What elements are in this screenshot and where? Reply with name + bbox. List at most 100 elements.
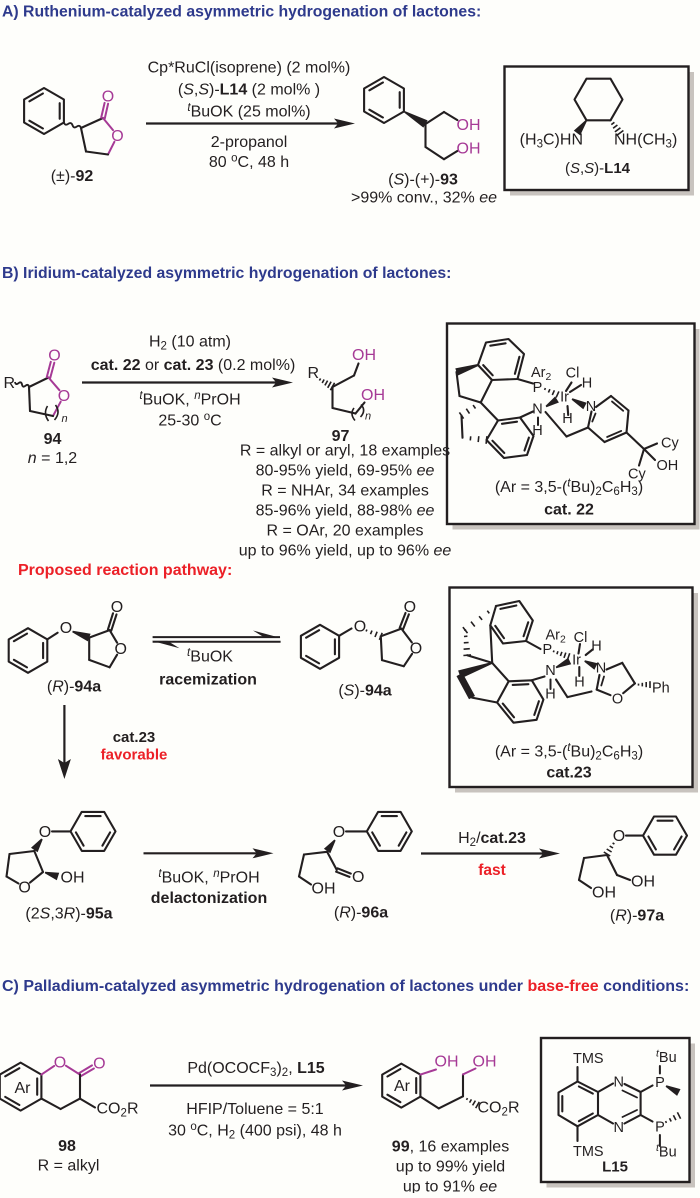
svg-text:N: N bbox=[596, 661, 606, 677]
svg-text:O: O bbox=[60, 620, 72, 637]
svg-text:O: O bbox=[352, 869, 364, 886]
svg-text:N: N bbox=[613, 1075, 623, 1091]
svg-text:R = NHAr, 34 examples: R = NHAr, 34 examples bbox=[261, 483, 429, 500]
svg-text:O: O bbox=[18, 880, 30, 897]
svg-text:CO2 R: CO2 R bbox=[478, 1100, 520, 1119]
svg-text:O: O bbox=[404, 599, 416, 616]
svg-text:CO2 R: CO2 R bbox=[97, 1101, 139, 1120]
svg-text:up to 99% yield: up to 99% yield bbox=[396, 1159, 505, 1176]
svg-text:OH: OH bbox=[457, 140, 481, 157]
svg-text:R: R bbox=[4, 375, 16, 392]
svg-text:Ar: Ar bbox=[15, 1080, 32, 1097]
svg-text:(2S,3R)-95a: (2S,3R)-95a bbox=[25, 906, 112, 923]
svg-text:L15: L15 bbox=[602, 1159, 628, 1176]
svg-text:R: R bbox=[308, 365, 320, 382]
svg-text:80 o C, 48 h: 80 o C, 48 h bbox=[209, 153, 289, 172]
svg-text:O: O bbox=[613, 828, 625, 845]
svg-text:TMS: TMS bbox=[573, 1051, 604, 1067]
svg-text:up to 91% ee: up to 91% ee bbox=[403, 1178, 497, 1193]
svg-text:TMS: TMS bbox=[573, 1144, 604, 1160]
svg-text:(R)-94a: (R)-94a bbox=[47, 679, 101, 696]
svg-text:P: P bbox=[655, 1120, 665, 1136]
svg-text:Cl: Cl bbox=[566, 366, 580, 382]
svg-text:O: O bbox=[114, 641, 126, 658]
svg-text:Ph: Ph bbox=[652, 681, 670, 697]
svg-text:O: O bbox=[58, 388, 70, 405]
svg-text:O: O bbox=[102, 89, 114, 106]
svg-text:P: P bbox=[542, 642, 552, 658]
svg-text:R = alkyl or aryl, 18 examples: R = alkyl or aryl, 18 examples bbox=[240, 443, 450, 460]
svg-text:N: N bbox=[545, 663, 555, 679]
svg-text:OH: OH bbox=[61, 870, 85, 887]
svg-text:cat. 22 or cat. 23 (0.2 mol%): cat. 22 or cat. 23 (0.2 mol%) bbox=[91, 357, 296, 374]
svg-text:(S)-94a: (S)-94a bbox=[338, 683, 391, 700]
svg-text:t Bu: t Bu bbox=[656, 1049, 677, 1067]
svg-text:O: O bbox=[54, 1055, 66, 1072]
svg-text:t BuOK, n PrOH: t BuOK, n PrOH bbox=[158, 868, 259, 887]
svg-text:delactonization: delactonization bbox=[151, 890, 267, 907]
svg-text:n: n bbox=[365, 411, 371, 423]
svg-text:fast: fast bbox=[478, 862, 506, 879]
svg-text:Pd(OCOCF3 )2 , L15: Pd(OCOCF3 )2 , L15 bbox=[187, 1060, 324, 1079]
svg-text:O: O bbox=[333, 824, 345, 841]
svg-text:85-96% yield, 88-98% ee: 85-96% yield, 88-98% ee bbox=[256, 503, 435, 520]
svg-text:C) Palladium-catalyzed asymmet: C) Palladium-catalyzed asymmetric hydrog… bbox=[2, 978, 689, 995]
svg-text:O: O bbox=[354, 619, 366, 636]
svg-text:n = 1,2: n = 1,2 bbox=[28, 450, 77, 467]
svg-text:cat.23: cat.23 bbox=[113, 729, 156, 746]
svg-text:(R)-97a: (R)-97a bbox=[610, 908, 664, 925]
svg-text:racemization: racemization bbox=[159, 672, 257, 689]
svg-text:25-30 o C: 25-30 o C bbox=[158, 411, 221, 430]
svg-text:up to 96% yield, up to 96% ee: up to 96% yield, up to 96% ee bbox=[239, 543, 452, 560]
svg-text:OH: OH bbox=[473, 1053, 497, 1070]
svg-text:t BuOK: t BuOK bbox=[187, 647, 233, 666]
svg-text:2-propanol: 2-propanol bbox=[211, 134, 288, 151]
svg-text:Proposed reaction pathway:: Proposed reaction pathway: bbox=[18, 562, 232, 579]
svg-text:OH: OH bbox=[592, 885, 616, 902]
svg-text:N: N bbox=[532, 401, 542, 417]
svg-text:HFIP/Toluene = 5:1: HFIP/Toluene = 5:1 bbox=[186, 1101, 324, 1118]
svg-text:H2 /cat.23: H2 /cat.23 bbox=[458, 830, 526, 849]
svg-text:OH: OH bbox=[361, 387, 385, 404]
svg-text:t BuOK, n PrOH: t BuOK, n PrOH bbox=[139, 390, 240, 409]
svg-text:n: n bbox=[61, 413, 67, 425]
svg-text:H: H bbox=[582, 376, 592, 392]
svg-text:Ir: Ir bbox=[560, 390, 569, 406]
svg-text:OH: OH bbox=[631, 874, 655, 891]
svg-text:t BuOK (25 mol%): t BuOK (25 mol%) bbox=[187, 102, 310, 121]
svg-text:(S)-(+)-93: (S)-(+)-93 bbox=[388, 172, 458, 189]
svg-text:(S,S)-L14 (2 mol% ): (S,S)-L14 (2 mol% ) bbox=[178, 82, 320, 99]
svg-text:favorable: favorable bbox=[101, 747, 168, 764]
svg-text:R = alkyl: R = alkyl bbox=[38, 1158, 100, 1175]
svg-text:N: N bbox=[613, 1120, 623, 1136]
svg-text:OH: OH bbox=[312, 881, 336, 898]
svg-text:O: O bbox=[48, 348, 60, 365]
svg-text:OH: OH bbox=[435, 1053, 459, 1070]
svg-text:OH: OH bbox=[457, 117, 481, 134]
svg-text:P: P bbox=[533, 380, 543, 396]
svg-text:H: H bbox=[591, 639, 601, 655]
svg-text:R = OAr, 20 examples: R = OAr, 20 examples bbox=[267, 523, 424, 540]
svg-text:99, 16 examples: 99, 16 examples bbox=[392, 1139, 509, 1156]
svg-text:98: 98 bbox=[58, 1138, 76, 1155]
svg-text:O: O bbox=[111, 599, 123, 616]
svg-text:P: P bbox=[655, 1075, 665, 1091]
svg-text:O: O bbox=[612, 692, 623, 708]
svg-text:cat.23: cat.23 bbox=[546, 765, 591, 782]
svg-text:Ar: Ar bbox=[394, 1078, 411, 1095]
svg-text:cat. 22: cat. 22 bbox=[544, 502, 594, 519]
svg-text:OH: OH bbox=[657, 458, 679, 474]
svg-text:(R)-96a: (R)-96a bbox=[334, 905, 388, 922]
svg-text:>99% conv., 32% ee: >99% conv., 32% ee bbox=[351, 190, 497, 207]
svg-text:Cy: Cy bbox=[661, 435, 679, 451]
svg-text:A) Ruthenium-catalyzed asymmet: A) Ruthenium-catalyzed asymmetric hydrog… bbox=[2, 4, 481, 21]
svg-text:B) Iridium-catalyzed asymmetri: B) Iridium-catalyzed asymmetric hydrogen… bbox=[2, 265, 451, 282]
svg-text:O: O bbox=[111, 128, 123, 145]
svg-text:OH: OH bbox=[352, 347, 376, 364]
svg-text:O: O bbox=[410, 641, 422, 658]
svg-text:t Bu: t Bu bbox=[656, 1143, 677, 1161]
svg-text:80-95% yield, 69-95% ee: 80-95% yield, 69-95% ee bbox=[256, 463, 435, 480]
svg-text:(H3 C)HN: (H3 C)HN bbox=[520, 132, 583, 151]
svg-text:(S,S)-L14: (S,S)-L14 bbox=[565, 160, 631, 177]
svg-text:O: O bbox=[93, 1056, 105, 1073]
